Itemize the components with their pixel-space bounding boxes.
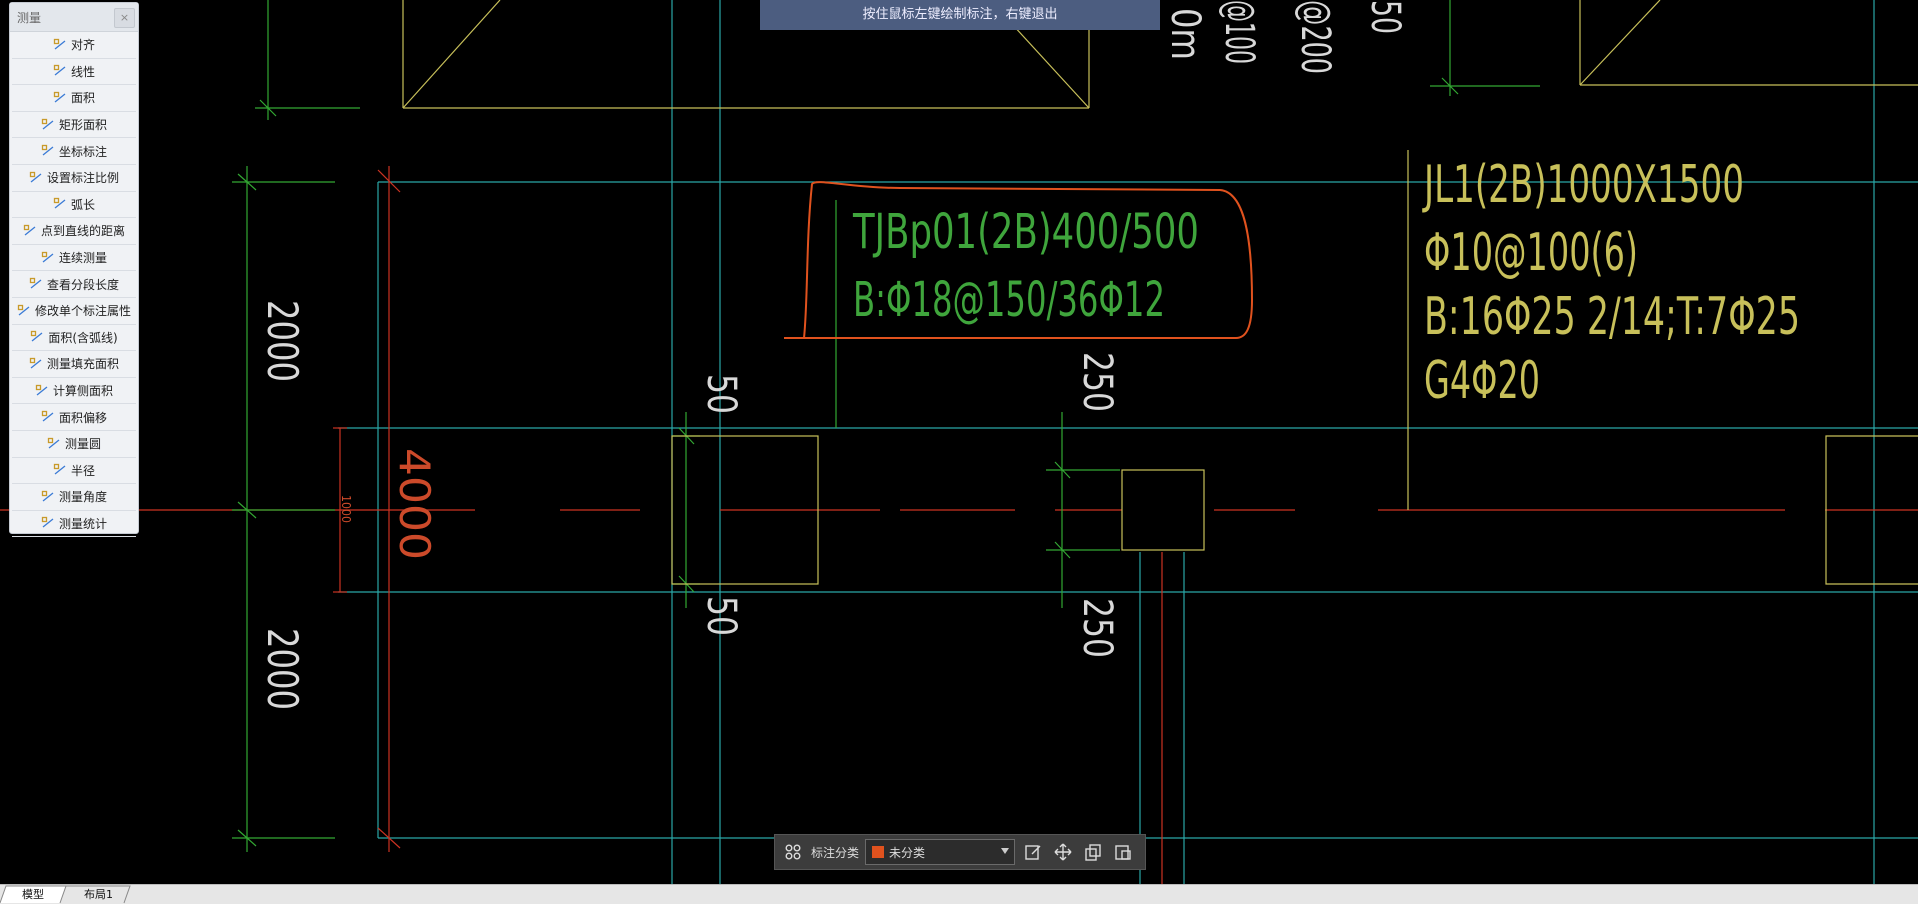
rect-area-icon (41, 118, 55, 132)
annotation-category-label: 标注分类 (811, 845, 860, 860)
measure-tool-label: 坐标标注 (58, 144, 107, 159)
coordinate-icon (41, 144, 55, 158)
measure-tool-4[interactable]: 坐标标注 (12, 138, 136, 165)
copy-icon[interactable] (1081, 840, 1105, 864)
tab-model[interactable]: 模型 (22, 888, 44, 901)
measure-tool-label: 设置标注比例 (46, 171, 119, 186)
arc-area-icon (30, 330, 44, 344)
dim-50-top: 50 (698, 374, 744, 414)
close-icon[interactable]: × (114, 8, 135, 28)
grid-icon[interactable] (781, 840, 805, 864)
measure-tool-13[interactable]: 计算侧面积 (12, 378, 136, 405)
category-color-swatch (872, 846, 885, 858)
side-area-icon (35, 384, 49, 398)
dim-50-bottom: 50 (698, 596, 744, 636)
measure-tool-18[interactable]: 测量统计 (12, 511, 136, 538)
measure-tool-9[interactable]: 查看分段长度 (12, 271, 136, 298)
tab-outline (0, 885, 131, 904)
beam-label-line-4: G4Φ20 (1424, 351, 1540, 411)
angle-icon (41, 490, 55, 504)
measure-tool-label: 线性 (70, 64, 95, 79)
measure-tool-label: 测量填充面积 (46, 357, 119, 372)
measure-tool-10[interactable]: 修改单个标注属性 (12, 298, 136, 325)
edit-icon[interactable] (1021, 840, 1045, 864)
move-icon[interactable] (1051, 840, 1075, 864)
dim-2000-top: 2000 (258, 300, 307, 382)
measure-tool-11[interactable]: 面积(含弧线) (12, 325, 136, 352)
dim-250-top: 250 (1074, 352, 1120, 412)
measure-tool-17[interactable]: 测量角度 (12, 484, 136, 511)
measure-panel-header[interactable]: 测量 × (10, 3, 138, 32)
segment-length-icon (29, 277, 43, 291)
annotation-line-2: B:Φ18@150/36Φ12 (853, 272, 1165, 328)
annotation-toolbar: 标注分类 未分类 (774, 834, 1146, 870)
measure-tool-1[interactable]: 线性 (12, 59, 136, 86)
measure-tool-label: 查看分段长度 (46, 277, 119, 292)
top-text-1: 0m (1162, 8, 1208, 60)
radius-icon (53, 463, 67, 477)
measure-tool-label: 修改单个标注属性 (34, 304, 131, 319)
beam-label-line-2: Φ10@100(6) (1424, 223, 1638, 283)
measure-tool-list: 对齐线性面积矩形面积坐标标注设置标注比例弧长点到直线的距离连续测量查看分段长度修… (10, 32, 138, 538)
measure-tool-12[interactable]: 测量填充面积 (12, 351, 136, 378)
continuous-measure-icon (41, 251, 55, 265)
measure-tool-label: 测量统计 (58, 516, 107, 531)
measure-panel: 测量 × 对齐线性面积矩形面积坐标标注设置标注比例弧长点到直线的距离连续测量查看… (9, 2, 139, 538)
top-text-3: @200 (1292, 0, 1338, 74)
measure-tool-0[interactable]: 对齐 (12, 32, 136, 59)
hint-banner: 按住鼠标左键绘制标注，右键退出 (760, 0, 1160, 30)
top-text-2: @100 (1216, 0, 1262, 64)
category-value: 未分类 (889, 845, 926, 860)
measure-tool-label: 计算侧面积 (52, 384, 113, 399)
linear-icon (53, 64, 67, 78)
measure-tool-label: 面积偏移 (58, 410, 107, 425)
measure-tool-label: 半径 (70, 463, 95, 478)
measure-tool-6[interactable]: 弧长 (12, 192, 136, 219)
area-offset-icon (41, 410, 55, 424)
dim-250-bottom: 250 (1074, 598, 1120, 658)
yellow-outlines (402, 0, 1918, 585)
dim-2000-bottom: 2000 (258, 628, 307, 710)
paste-icon[interactable] (1111, 840, 1135, 864)
annotation-line-1: TJBp01(2B)400/500 (852, 204, 1199, 260)
scale-icon (29, 171, 43, 185)
annotation-cloud[interactable] (784, 181, 1254, 339)
measure-tool-2[interactable]: 面积 (12, 85, 136, 112)
measure-tool-label: 测量角度 (58, 490, 107, 505)
measure-tool-label: 测量圆 (64, 437, 101, 452)
tab-layout1[interactable]: 布局1 (84, 888, 113, 901)
layout-tab-bar: 模型 布局1 (0, 884, 1918, 904)
circle-icon (47, 437, 61, 451)
edit-annotation-icon (17, 304, 31, 318)
measure-tool-label: 点到直线的距离 (40, 224, 125, 239)
measure-tool-7[interactable]: 点到直线的距离 (12, 218, 136, 245)
beam-label-line-3: B:16Φ25 2/14;T:7Φ25 (1424, 287, 1800, 347)
measure-panel-title: 测量 (17, 11, 42, 25)
measure-tool-label: 对齐 (70, 38, 95, 53)
align-icon (53, 38, 67, 52)
fill-area-icon (29, 357, 43, 371)
arc-length-icon (53, 197, 67, 211)
measure-tool-16[interactable]: 半径 (12, 458, 136, 485)
top-text-4: 50 (1362, 0, 1408, 34)
measure-tool-label: 弧长 (70, 197, 95, 212)
measure-tool-label: 面积 (70, 91, 95, 106)
dim-1000: 1000 (339, 495, 353, 523)
measure-tool-8[interactable]: 连续测量 (12, 245, 136, 272)
measure-tool-label: 矩形面积 (58, 118, 107, 133)
point-line-distance-icon (23, 224, 37, 238)
beam-label-line-1: JL1(2B)1000X1500 (1422, 155, 1744, 215)
chevron-down-icon (1001, 848, 1010, 854)
measure-tool-label: 连续测量 (58, 251, 107, 266)
measure-tool-3[interactable]: 矩形面积 (12, 112, 136, 139)
measure-tool-5[interactable]: 设置标注比例 (12, 165, 136, 192)
measure-tool-15[interactable]: 测量圆 (12, 431, 136, 458)
area-icon (53, 91, 67, 105)
measure-tool-label: 面积(含弧线) (48, 330, 118, 345)
statistics-icon (41, 516, 55, 530)
measure-tool-14[interactable]: 面积偏移 (12, 404, 136, 431)
annotation-category-select[interactable]: 未分类 (865, 839, 1016, 865)
dim-4000: 4000 (390, 448, 439, 560)
